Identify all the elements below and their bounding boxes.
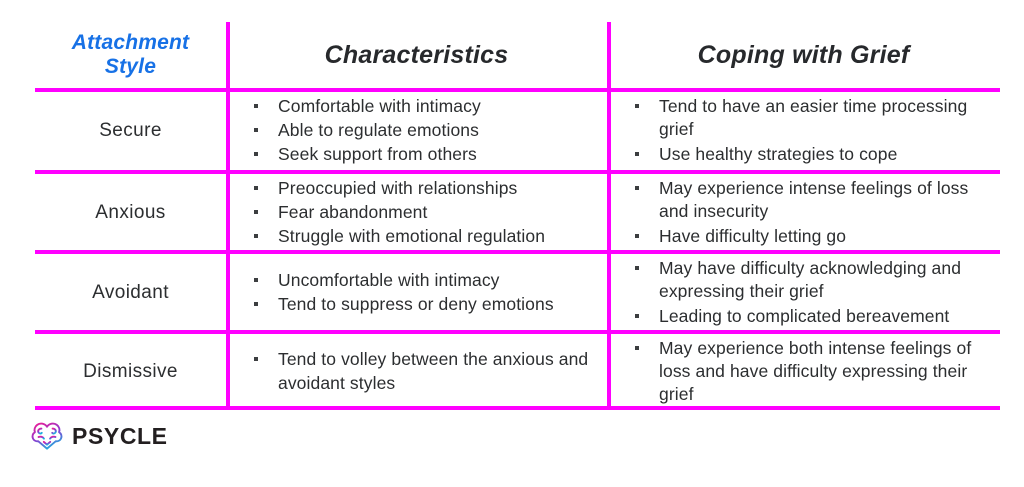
- row-style-cell: Dismissive: [35, 334, 226, 410]
- characteristics-list: Uncomfortable with intimacy Tend to supp…: [252, 269, 601, 318]
- characteristics-list: Preoccupied with relationships Fear aban…: [252, 177, 601, 250]
- row-style-cell: Avoidant: [35, 254, 226, 332]
- list-item: Tend to have an easier time processing g…: [633, 95, 994, 142]
- header-cell-attachment-style: Attachment Style: [35, 22, 226, 88]
- coping-list: May experience intense feelings of loss …: [633, 177, 994, 249]
- row-characteristics-cell: Tend to volley between the anxious and a…: [226, 334, 607, 410]
- table-column-divider-1: [226, 22, 230, 410]
- list-item: May experience intense feelings of loss …: [633, 177, 994, 224]
- list-item: Preoccupied with relationships: [252, 177, 601, 200]
- coping-list: May have difficulty acknowledging and ex…: [633, 257, 994, 329]
- list-item: Comfortable with intimacy: [252, 95, 601, 118]
- table-column-divider-2: [607, 22, 611, 410]
- row-coping-cell: Tend to have an easier time processing g…: [607, 92, 1000, 170]
- row-characteristics-cell: Comfortable with intimacy Able to regula…: [226, 92, 607, 170]
- list-item: Fear abandonment: [252, 201, 601, 224]
- attachment-style-label: Dismissive: [83, 361, 178, 382]
- brain-icon: [31, 422, 63, 450]
- attachment-style-table: Attachment Style Characteristics Coping …: [35, 22, 1000, 410]
- header-label-attachment-style: Attachment Style: [41, 31, 220, 78]
- table-divider-header: [35, 88, 1000, 92]
- brand-logo: PSYCLE: [29, 420, 168, 453]
- header-label-characteristics: Characteristics: [324, 41, 509, 69]
- list-item: Seek support from others: [252, 143, 601, 166]
- attachment-style-label: Secure: [99, 120, 162, 141]
- logo-wordmark: PSYCLE: [72, 423, 168, 449]
- table-divider-row1: [35, 170, 1000, 174]
- table-row: Dismissive Tend to volley between the an…: [35, 334, 1000, 410]
- table-divider-row3: [35, 330, 1000, 334]
- header-label-coping-with-grief: Coping with Grief: [697, 41, 910, 69]
- row-coping-cell: May experience both intense feelings of …: [607, 334, 1000, 410]
- attachment-style-label: Anxious: [95, 202, 166, 223]
- header-cell-characteristics: Characteristics: [226, 22, 607, 88]
- list-item: May have difficulty acknowledging and ex…: [633, 257, 994, 304]
- coping-list: May experience both intense feelings of …: [633, 337, 994, 408]
- table-row: Secure Comfortable with intimacy Able to…: [35, 92, 1000, 170]
- table-row: Avoidant Uncomfortable with intimacy Ten…: [35, 254, 1000, 332]
- list-item: Use healthy strategies to cope: [633, 143, 994, 166]
- characteristics-list: Comfortable with intimacy Able to regula…: [252, 95, 601, 168]
- table-header-row: Attachment Style Characteristics Coping …: [35, 22, 1000, 88]
- row-style-cell: Secure: [35, 92, 226, 170]
- header-label-line2: Style: [104, 55, 157, 78]
- header-label-line1: Attachment: [71, 31, 190, 55]
- list-item: Leading to complicated bereavement: [633, 305, 994, 328]
- list-item: Struggle with emotional regulation: [252, 225, 601, 248]
- coping-list: Tend to have an easier time processing g…: [633, 95, 994, 167]
- list-item: May experience both intense feelings of …: [633, 337, 994, 407]
- header-cell-coping-with-grief: Coping with Grief: [607, 22, 1000, 88]
- list-item: Uncomfortable with intimacy: [252, 269, 601, 292]
- row-characteristics-cell: Uncomfortable with intimacy Tend to supp…: [226, 254, 607, 332]
- list-item: Tend to volley between the anxious and a…: [252, 348, 601, 395]
- list-item: Able to regulate emotions: [252, 119, 601, 142]
- row-characteristics-cell: Preoccupied with relationships Fear aban…: [226, 174, 607, 252]
- list-item: Have difficulty letting go: [633, 225, 994, 248]
- attachment-style-label: Avoidant: [92, 282, 169, 303]
- table-row: Anxious Preoccupied with relationships F…: [35, 174, 1000, 252]
- table-divider-row2: [35, 250, 1000, 254]
- list-item: Tend to suppress or deny emotions: [252, 293, 601, 316]
- row-coping-cell: May experience intense feelings of loss …: [607, 174, 1000, 252]
- row-style-cell: Anxious: [35, 174, 226, 252]
- table-divider-row4: [35, 406, 1000, 410]
- row-coping-cell: May have difficulty acknowledging and ex…: [607, 254, 1000, 332]
- characteristics-list: Tend to volley between the anxious and a…: [252, 348, 601, 396]
